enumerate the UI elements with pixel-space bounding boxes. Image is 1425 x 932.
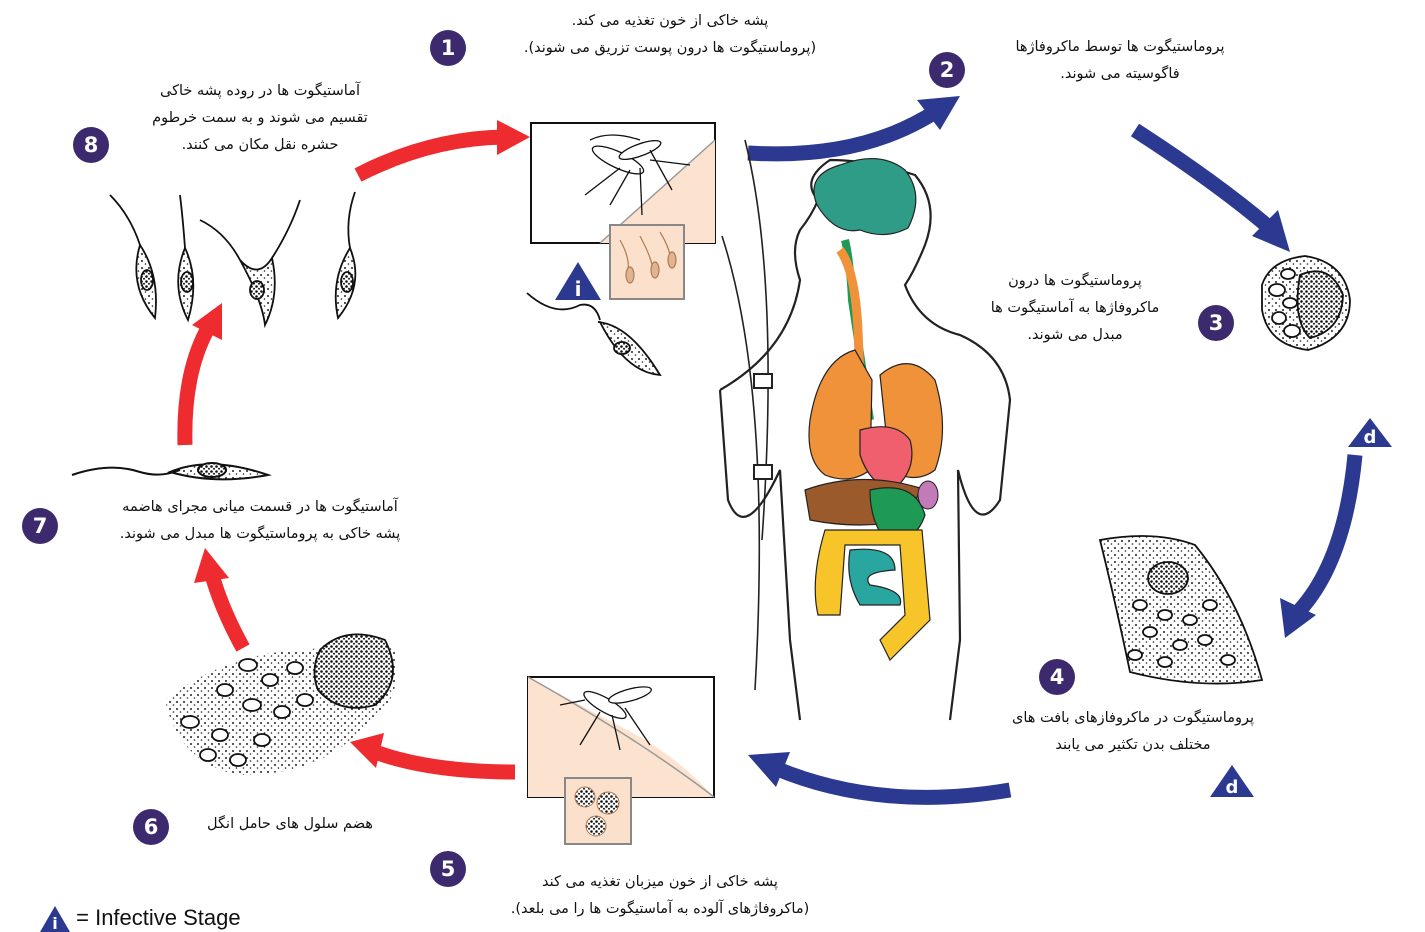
arrow-2-to-3 bbox=[1135, 130, 1290, 252]
arrow-6-to-7 bbox=[194, 548, 243, 648]
arrow-5-to-6 bbox=[350, 733, 515, 772]
promastigote-icon bbox=[72, 463, 268, 479]
svg-text:i: i bbox=[575, 277, 582, 301]
step-1-label: پشه خاکی از خون تغذیه می کند. (پروماستیگ… bbox=[470, 8, 870, 62]
svg-text:i: i bbox=[52, 914, 57, 932]
arrow-3-to-4 bbox=[1280, 455, 1355, 638]
step-7-label: آماستیگوت ها در قسمت میانی مجرای هاضمه پ… bbox=[60, 494, 460, 548]
svg-text:d: d bbox=[1364, 427, 1377, 448]
step-6-label: هضم سلول های حامل انگل bbox=[170, 811, 410, 838]
sandfly-bite-panel-top bbox=[531, 123, 715, 299]
triangle-marker-icon: i bbox=[40, 906, 70, 932]
sandfly-bite-panel-bottom bbox=[528, 677, 714, 844]
step-2-label: پروماستیگوت ها توسط ماکروفاژها فاگوسیته … bbox=[975, 34, 1265, 88]
step-6-badge: 6 bbox=[133, 809, 169, 845]
triangle-marker-icon: d bbox=[1348, 418, 1392, 448]
promastigote-icon bbox=[527, 293, 660, 375]
macrophage-icon bbox=[1262, 256, 1350, 350]
arrow-1-to-2 bbox=[748, 96, 960, 154]
svg-text:d: d bbox=[1226, 777, 1239, 798]
brain bbox=[814, 159, 916, 235]
legend-text: = Infective Stage bbox=[76, 905, 241, 930]
step-3-badge: 3 bbox=[1198, 305, 1234, 341]
spleen bbox=[918, 481, 938, 509]
step-5-label: پشه خاکی از خون میزبان تغذیه می کند (ماک… bbox=[440, 869, 880, 923]
step-1-badge: 1 bbox=[430, 30, 466, 66]
step-8-badge: 8 bbox=[73, 127, 109, 163]
step-7-badge: 7 bbox=[22, 508, 58, 544]
triangle-marker-icon: d bbox=[1210, 765, 1254, 798]
step-2-badge: 2 bbox=[929, 52, 965, 88]
step-4-badge: 4 bbox=[1039, 659, 1075, 695]
arrow-7-to-8 bbox=[185, 303, 222, 445]
promastigote-icon bbox=[110, 192, 355, 325]
legend: i = Infective Stage bbox=[40, 905, 241, 932]
step-8-label: آماستیگوت ها در روده پشه خاکی تقسیم می ش… bbox=[110, 78, 410, 159]
small-intestine bbox=[849, 549, 901, 605]
step-3-label: پروماستیگوت ها درون ماکروفاژها به آماستی… bbox=[955, 268, 1195, 349]
step-4-label: پروماستیگوت در ماکروفازهای بافت های مختل… bbox=[968, 705, 1298, 759]
human-body-icon bbox=[720, 140, 1010, 720]
amastigote-icon bbox=[1100, 536, 1262, 684]
triangle-marker-icon: i bbox=[555, 262, 601, 301]
